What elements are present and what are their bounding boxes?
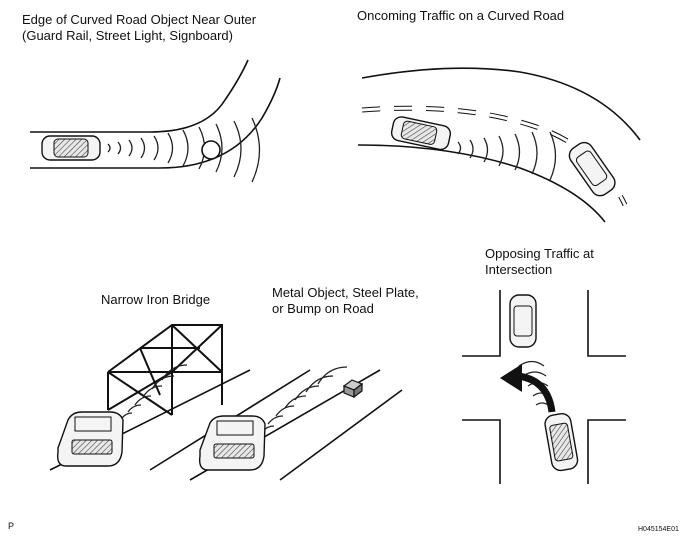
scene-narrow-iron-bridge — [49, 324, 311, 471]
roadside-object-icon — [201, 140, 221, 160]
left-turn-arrow-icon — [517, 372, 556, 413]
scene-oncoming-traffic — [357, 67, 641, 223]
metal-object-icon — [342, 379, 364, 399]
curve-road-outer — [361, 67, 641, 141]
car-rear-icon — [56, 411, 124, 467]
radar-wave-icon — [121, 364, 188, 419]
radar-wave-icon — [457, 131, 557, 181]
road-edge-lower — [30, 77, 281, 169]
scene-curved-road-edge — [30, 59, 281, 183]
oncoming-car-icon — [568, 141, 616, 197]
intersection-corner-bl — [462, 419, 501, 484]
caption-opposing-traffic: Opposing Traffic at Intersection — [485, 246, 594, 277]
scene-metal-object — [189, 366, 403, 481]
caption-narrow-iron-bridge: Narrow Iron Bridge — [101, 292, 211, 307]
intersection-corner-tl — [462, 290, 501, 357]
road-edge-upper — [30, 59, 249, 133]
iron-bridge-truss-icon — [107, 324, 223, 416]
caption-oncoming-traffic: Oncoming Traffic on a Curved Road — [357, 8, 565, 23]
metal-road-right — [279, 389, 403, 481]
car-icon — [41, 135, 101, 161]
car-icon — [390, 116, 452, 151]
radar-wave-icon — [107, 117, 261, 183]
intersection-corner-br — [587, 419, 626, 484]
caption-curved-road-edge: Edge of Curved Road Object Near Outer (G… — [22, 12, 257, 43]
intersection-corner-tr — [587, 290, 626, 357]
radar-wave-icon — [261, 366, 348, 433]
figure-id: H045154E01 — [638, 526, 679, 533]
caption-metal-object: Metal Object, Steel Plate, or Bump on Ro… — [272, 285, 419, 316]
car-icon — [544, 412, 579, 472]
footer-mark: P — [8, 521, 15, 531]
curve-road-inner — [357, 144, 606, 223]
arrow-head-icon — [500, 364, 522, 392]
car-rear-icon — [198, 415, 266, 471]
oncoming-car-icon — [509, 294, 537, 348]
scene-opposing-traffic — [462, 290, 626, 484]
